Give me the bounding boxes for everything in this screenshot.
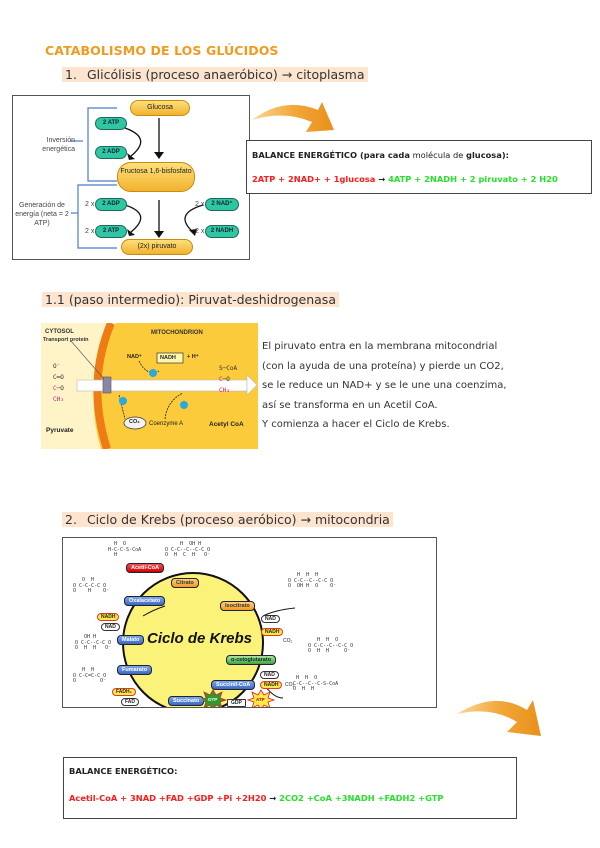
succinil-coa-node: Succinil-CoA	[211, 680, 256, 690]
products: 4ATP + 2NADH + 2 piruvato + 2 H20	[388, 174, 558, 184]
acetyl-coa-molecule: S─CoA C─O CH₃	[219, 365, 238, 394]
cytosol-label: CYTOSOL	[45, 329, 74, 335]
section-2-heading: 2. Ciclo de Krebs (proceso aeróbico) → mi…	[62, 512, 393, 527]
atp-in-node: 2 ATP	[95, 117, 127, 130]
fumarato-node: Fumarato	[117, 665, 153, 675]
reaction-arrow: →	[375, 174, 389, 184]
succinyl-coa-molecule: H H O C-C--C--C-S-CoA O H H	[293, 675, 339, 692]
co2-tag: CO₂	[283, 638, 293, 644]
nadh-node: 2 NADH	[205, 225, 239, 238]
products: 2CO2 +CoA +3NADH +FADH2 +GTP	[279, 793, 444, 803]
mult-label: 2 x	[195, 228, 205, 235]
balance-title: BALANCE ENERGÉTICO (para cada molécula d…	[252, 150, 509, 160]
section-1-heading-text: Glicólisis (proceso anaeróbico) → citopl…	[86, 67, 365, 82]
cetoglutarato-node: α-cetoglutarato	[226, 655, 277, 665]
acetyl-coa-label: Acetyl CoA	[209, 421, 244, 428]
section-1-heading: 1. Glicólisis (proceso anaeróbico) → cito…	[62, 67, 368, 82]
pyruvate-label: Pyruvate	[46, 427, 74, 434]
coenzyme-a-label: Coenzyme A	[149, 421, 184, 427]
ketoglutarate-molecule: H H O O C-C--C--C-C O O H H O⁻	[308, 637, 354, 654]
reactants: 2ATP + 2NAD+ + 1glucosa	[252, 174, 376, 184]
citrate-molecule: H OH H O C-C--C--C-C O O H C H O⁻	[165, 541, 211, 558]
oxaloacetate-molecule: O H O C-C-C-C O O H O⁻	[73, 577, 110, 594]
nad-nadh-curve	[184, 204, 204, 233]
nadh-tag: NADH	[260, 681, 283, 689]
piruvato-node: (2x) piruvato	[121, 239, 193, 255]
balance-equation: Acetil-CoA + 3NAD +FAD +GDP +Pi +2H20 → …	[69, 793, 444, 803]
h-plus-label: + H⁺	[187, 354, 199, 360]
isocitrate-molecule: H H H O C-C--C--C-C O O OH H O O⁻	[288, 572, 337, 589]
description-line: así se transforma en un Acetil CoA.	[262, 399, 438, 411]
gdp-tag: GDP	[227, 699, 246, 707]
pyruvate-dehydrogenase-diagram: CYTOSOL Transport protein MITOCHONDRION …	[41, 323, 258, 449]
succinato-node: Succinato	[168, 696, 205, 706]
generacion-label: Generación de energía (neta = 2 ATP)	[15, 202, 69, 227]
inversion-bracket	[87, 107, 117, 182]
section-2-heading-text: Ciclo de Krebs (proceso aeróbico) → mito…	[86, 512, 390, 527]
gtp-burst-icon	[203, 689, 228, 707]
citrato-node: Citrato	[171, 578, 199, 588]
mult-label: 2 x	[85, 201, 95, 208]
section-1-number: 1.	[65, 67, 77, 82]
transport-protein-label: Transport protein	[43, 337, 89, 343]
pyruvate-diagram-graphics	[70, 323, 258, 449]
adp-out-node: 2 ADP	[95, 198, 127, 211]
description-line: Y comienza a hacer el Ciclo de Krebs.	[262, 419, 450, 430]
malate-molecule: OH H O C-C--C-C O O H H O⁻	[75, 634, 112, 651]
reactants: Acetil-CoA + 3NAD +FAD +GDP +Pi +2H20	[69, 793, 267, 803]
nadh-label: NADH	[160, 355, 176, 361]
mult-label: 2 x	[195, 201, 205, 208]
description-line: (con la ayuda de una proteína) y pierde …	[262, 360, 504, 372]
pyruvate-description: El piruvato entra en la membrana mitocon…	[262, 337, 562, 435]
document-title: CATABOLISMO DE LOS GLÚCIDOS	[45, 43, 279, 58]
nad-tag: NAD	[101, 623, 120, 631]
isocitrato-node: Isocitrato	[220, 601, 255, 611]
generation-bracket	[77, 184, 117, 249]
oxalacetato-node: Oxalacetato	[124, 596, 166, 606]
co2-label: CO₂	[129, 419, 140, 425]
glycolysis-balance-box: BALANCE ENERGÉTICO (para cada molécula d…	[246, 140, 592, 194]
mitochondrion-label: MITOCHONDRION	[151, 330, 203, 336]
fumarate-molecule: H H O C-C=C-C O O O⁻	[73, 667, 107, 684]
section-2-number: 2.	[65, 512, 77, 527]
atp-label: ATP	[256, 697, 265, 702]
inversion-label: Inversión energética	[42, 137, 75, 153]
krebs-cycle-diagram: Ciclo de Krebs Acetil-CoA Citrato Isocit…	[62, 537, 437, 708]
fructosa-node: Fructosa 1,6-bisfosfato	[117, 162, 195, 192]
nad-tag: NAD	[261, 615, 280, 623]
atp-burst-icon	[246, 689, 276, 707]
gtp-label: GTP	[208, 697, 218, 702]
nad-label: NAD⁺	[127, 354, 142, 360]
acetyl-coa-molecule: H O H-C-C-S-CoA H	[108, 541, 142, 558]
atp-adp-curve-1	[124, 127, 142, 157]
orange-arrow-icon	[252, 102, 334, 132]
mult-label: 2 x	[85, 228, 95, 235]
co2-tag: CO₂	[285, 682, 295, 688]
fadh2-tag: FADH₂	[112, 688, 136, 696]
section-1-1-heading: 1.1 (paso intermedio): Piruvat-deshidrog…	[42, 292, 339, 307]
balance-equation: 2ATP + 2NAD+ + 1glucosa → 4ATP + 2NADH +…	[252, 174, 558, 184]
nad-tag: NAD	[260, 671, 279, 679]
description-line: se le reduce un NAD+ y se le une una coe…	[262, 380, 507, 391]
acetil-coa-node: Acetil-CoA	[126, 563, 165, 573]
glycolysis-connectors	[70, 107, 204, 249]
nadh-tag: NADH	[261, 628, 284, 636]
atp-out-node: 2 ATP	[95, 225, 127, 238]
malato-node: Malato	[117, 635, 145, 645]
fad-tag: FAD	[121, 698, 139, 706]
adp-in-node: 2 ADP	[95, 146, 127, 159]
glycolysis-diagram: Glucosa Fructosa 1,6-bisfosfato (2x) pir…	[12, 95, 250, 260]
nad-node: 2 NAD⁺	[205, 198, 239, 211]
balance-title: BALANCE ENERGÉTICO:	[69, 766, 178, 776]
description-line: El piruvato entra en la membrana mitocon…	[262, 341, 498, 352]
nadh-tag: NADH	[97, 613, 120, 621]
krebs-balance-box: BALANCE ENERGÉTICO: Acetil-CoA + 3NAD +F…	[63, 757, 517, 819]
pyruvate-molecule: O⁻ C═O C─O CH₃	[53, 363, 64, 403]
gtp-atp-bursts	[203, 689, 276, 707]
orange-arrow-icon	[457, 700, 541, 736]
reaction-arrow: →	[266, 793, 280, 803]
glucosa-node: Glucosa	[130, 100, 190, 116]
krebs-center-label: Ciclo de Krebs	[147, 630, 253, 647]
adp-atp-curve-2	[124, 204, 142, 233]
